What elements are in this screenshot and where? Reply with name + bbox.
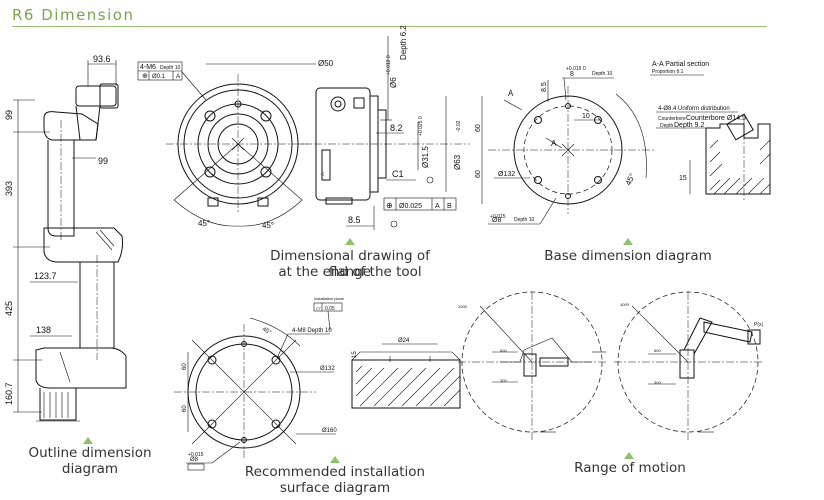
flange-tolerance: Ø0.1 [152, 74, 166, 80]
base-pin-top: 8 [570, 71, 574, 78]
base-section-label-top: A [508, 89, 514, 98]
flange-length: 8.5 [348, 215, 361, 225]
dim-offset: 99 [98, 156, 108, 166]
base-section-label-bottom: A [551, 139, 557, 148]
install-caption-line2: surface diagram [279, 480, 391, 496]
range-of-motion-right: P(x) 1000 600 300 [614, 291, 764, 442]
flange-datum-a-2: A [435, 203, 440, 210]
flange-pin-tol: +0.012 0 [386, 55, 392, 75]
base-dim-8-5: 8.5 [541, 82, 548, 92]
flange-pin-depth: Depth 6.2 [399, 25, 408, 60]
base-pcd: Ø132 [498, 171, 515, 178]
motion-caption-marker [624, 452, 634, 459]
base-section-dim: 15 [679, 175, 687, 182]
base-dim-10: 10 [582, 113, 590, 120]
svg-text:⌂: ⌂ [320, 172, 326, 176]
install-caption-marker [330, 456, 340, 463]
outline-dimension-diagram: 99 393 425 160.7 93.6 99 123.7 [4, 54, 127, 422]
range-of-motion-left: 1000 600 300 [458, 291, 606, 442]
flange-position-tol: Ø0.025 [399, 203, 422, 210]
flange-side-view: ⌂ Ø6 +0.012 0 Depth 6.2 8.2 Ø31.5 +0.025… [300, 25, 470, 230]
motion-caption: Range of motion [574, 460, 686, 476]
flange-caption-marker [345, 238, 355, 245]
install-caption-line1: Recommended installation [244, 464, 426, 480]
dim-base-height: 160.7 [4, 382, 14, 405]
install-holes: 4-M8 Depth 10 [292, 328, 332, 334]
install-flatness-note: Installation plane [314, 296, 345, 301]
outline-caption: Outline dimension diagram [28, 445, 152, 477]
base-pin-top-depth: Depth 10 [592, 71, 613, 77]
flange-pin: Ø6 [389, 77, 398, 88]
installation-surface-diagram: 45° 60 60 4-M8 Depth 10 Ø132 Ø160 +0.015… [174, 317, 337, 471]
dim-base-width: 138 [36, 325, 51, 335]
svg-text:15: 15 [352, 351, 358, 358]
install-dim-60b: 60 [182, 405, 188, 412]
flange-inner-dia: Ø31.5 [421, 146, 430, 168]
install-outer: Ø160 [322, 428, 337, 434]
install-pin: Ø8 [190, 457, 199, 463]
base-proportion: Proportion 6:1 [652, 69, 684, 75]
svg-text:⊕: ⊕ [386, 201, 393, 210]
motion-tip-label: P(x) [754, 322, 764, 328]
flange-datum-b: B [447, 203, 452, 210]
base-angle: 45° [624, 172, 637, 187]
flange-diameter: Ø50 [318, 59, 334, 68]
svg-text:▱: ▱ [316, 306, 321, 312]
base-section-detail: A-A Partial section Proportion 6:1 4-Ø8.… [650, 61, 771, 200]
motion-left-r3: 300 [500, 378, 507, 383]
motion-left-r1: 1000 [458, 304, 468, 309]
header-divider [12, 26, 767, 27]
flange-chamfer: C1 [392, 169, 404, 179]
motion-right-r1: 1000 [620, 302, 630, 307]
flange-thread: 4-M6 [140, 64, 156, 71]
base-caption-marker [623, 238, 633, 245]
svg-text:⊕: ⊕ [142, 73, 148, 80]
flange-inner-tol: +0.025 0 [418, 116, 424, 136]
flange-outer-tol: -0.02 [456, 120, 462, 132]
page-title: R6 Dimension [12, 6, 135, 24]
install-plate-dim: Ø24 [398, 338, 410, 344]
flange-caption-line2: at the end of the tool [278, 264, 422, 280]
base-section-title: A-A Partial section [652, 61, 709, 68]
motion-right-r2: 600 [654, 348, 661, 353]
base-pin-top-tol: +0.015 0 [566, 66, 586, 72]
flange-thread-depth: Depth 10 [160, 65, 181, 71]
svg-text:Counterbore: Counterbore [658, 116, 686, 122]
svg-text:+0.015: +0.015 [188, 452, 204, 458]
install-dim-60a: 60 [182, 363, 188, 370]
base-pin-bottom: Ø8 [492, 217, 501, 224]
base-holes: 4-Ø8.4 Uniform distribution [658, 106, 730, 112]
flange-depth-a: 8.2 [390, 123, 403, 133]
base-pin-bottom-depth: Depth 10 [514, 217, 535, 223]
flange-datum-a: A [176, 74, 180, 80]
svg-text:+0.015: +0.015 [490, 214, 506, 220]
svg-text:Depth: Depth [660, 123, 674, 129]
base-dim-60b: 60 [475, 170, 482, 178]
dim-upper-arm: 393 [4, 181, 14, 196]
flange-angle-left: 45° [198, 219, 210, 228]
installation-plate-section: Installation plane ▱ 0.05 Ø24 15 [313, 296, 461, 409]
svg-text:45°: 45° [261, 327, 272, 337]
flange-angle-right: 45° [262, 221, 274, 230]
install-flatness: 0.05 [325, 306, 335, 312]
dim-top-height: 99 [4, 110, 14, 120]
flange-caption-line1: Dimensional drawing of flange [270, 248, 430, 280]
dim-forearm: 425 [4, 301, 14, 316]
dim-joint-width: 123.7 [34, 271, 57, 281]
motion-right-r3: 300 [654, 380, 661, 385]
install-pcd: Ø132 [320, 366, 335, 372]
base-counterbore: Counterbore Ø14.5 [686, 115, 746, 122]
flange-outer-dia: Ø63 [453, 154, 462, 170]
motion-left-r2: 600 [500, 348, 507, 353]
base-caption: Base dimension diagram [544, 248, 712, 264]
dim-top-width: 93.6 [93, 54, 111, 64]
flange-front-view: 4-M6 Depth 10 ⊕ Ø0.1 A Ø50 45° 45° [137, 59, 334, 230]
base-dimension-diagram: +0.015 0 8 Depth 10 8.5 A A 10 60 60 Ø13… [475, 66, 654, 225]
base-dim-60a: 60 [475, 124, 482, 132]
outline-caption-marker [83, 437, 93, 444]
base-counterbore-depth: Depth 9.2 [674, 122, 704, 129]
